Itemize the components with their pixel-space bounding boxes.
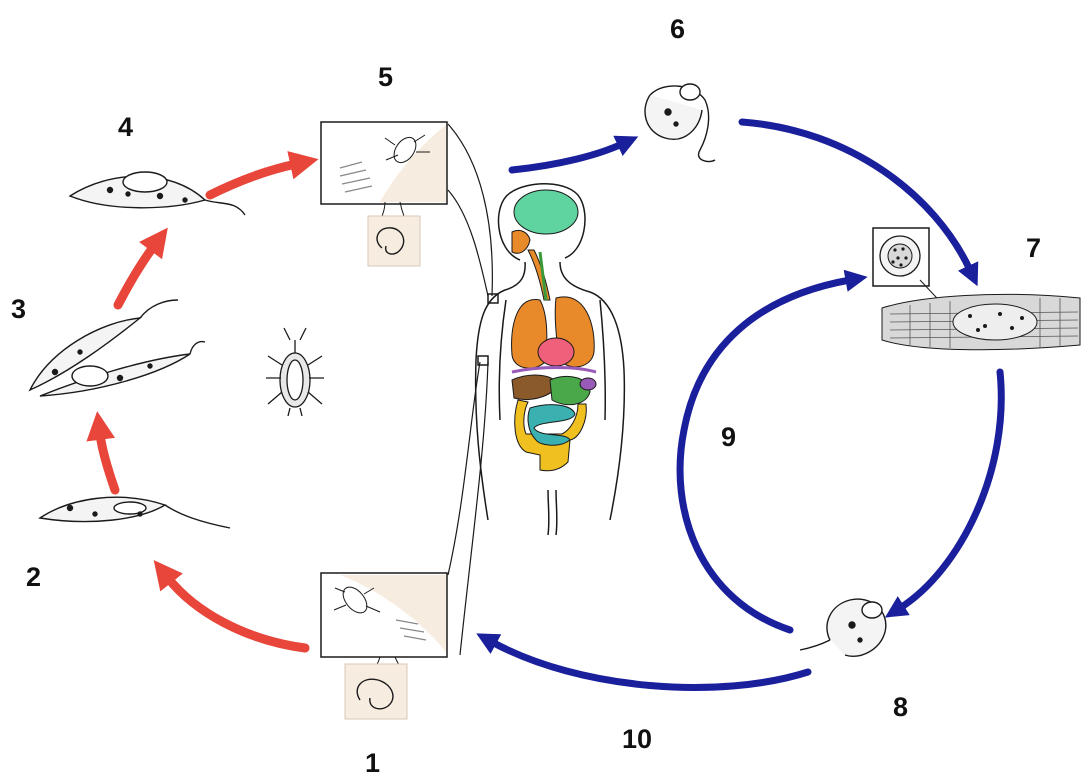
stage-label-9: 9: [721, 422, 736, 452]
connector-lines: [448, 124, 492, 655]
arrow-7-to-8: [900, 372, 1001, 608]
stage-label-10: 10: [622, 724, 652, 754]
inset-bite-top: [321, 122, 447, 266]
stage-label-2: 2: [26, 562, 41, 592]
stage-label-6: 6: [670, 14, 685, 44]
arrow-1-to-2: [168, 578, 305, 648]
triatomine-bug-icon: [266, 328, 324, 416]
heart: [538, 338, 574, 366]
trypomastigote-icon-8: [800, 599, 886, 656]
nasal-tract: [512, 230, 530, 253]
arrow-8-to-1: [492, 642, 808, 687]
stage-label-7: 7: [1026, 233, 1041, 263]
arrow-9-loop: [680, 280, 850, 630]
esophagus: [528, 250, 550, 300]
arrow-6-to-7: [742, 122, 970, 270]
stage-label-3: 3: [11, 294, 26, 324]
muscle-tissue-icon: [882, 294, 1080, 349]
arrow-2-to-3: [100, 434, 115, 490]
insect-cycle-arrows: [100, 164, 305, 648]
arrow-3-to-4: [118, 246, 154, 305]
stage-label-8: 8: [893, 692, 908, 722]
arrow-4-to-5: [210, 164, 296, 195]
brain: [514, 190, 578, 234]
stage-label-5: 5: [378, 62, 393, 92]
stage-label-1: 1: [365, 748, 380, 773]
small-intestine: [528, 405, 575, 446]
epimastigote-icon-3: [30, 300, 205, 396]
arrow-5-to-6: [512, 144, 622, 170]
spleen: [580, 378, 596, 390]
epimastigote-icon-2: [40, 497, 230, 528]
trypomastigote-icon-6: [645, 84, 715, 162]
stage-label-4: 4: [118, 112, 133, 142]
inset-bite-bottom: [321, 573, 447, 719]
